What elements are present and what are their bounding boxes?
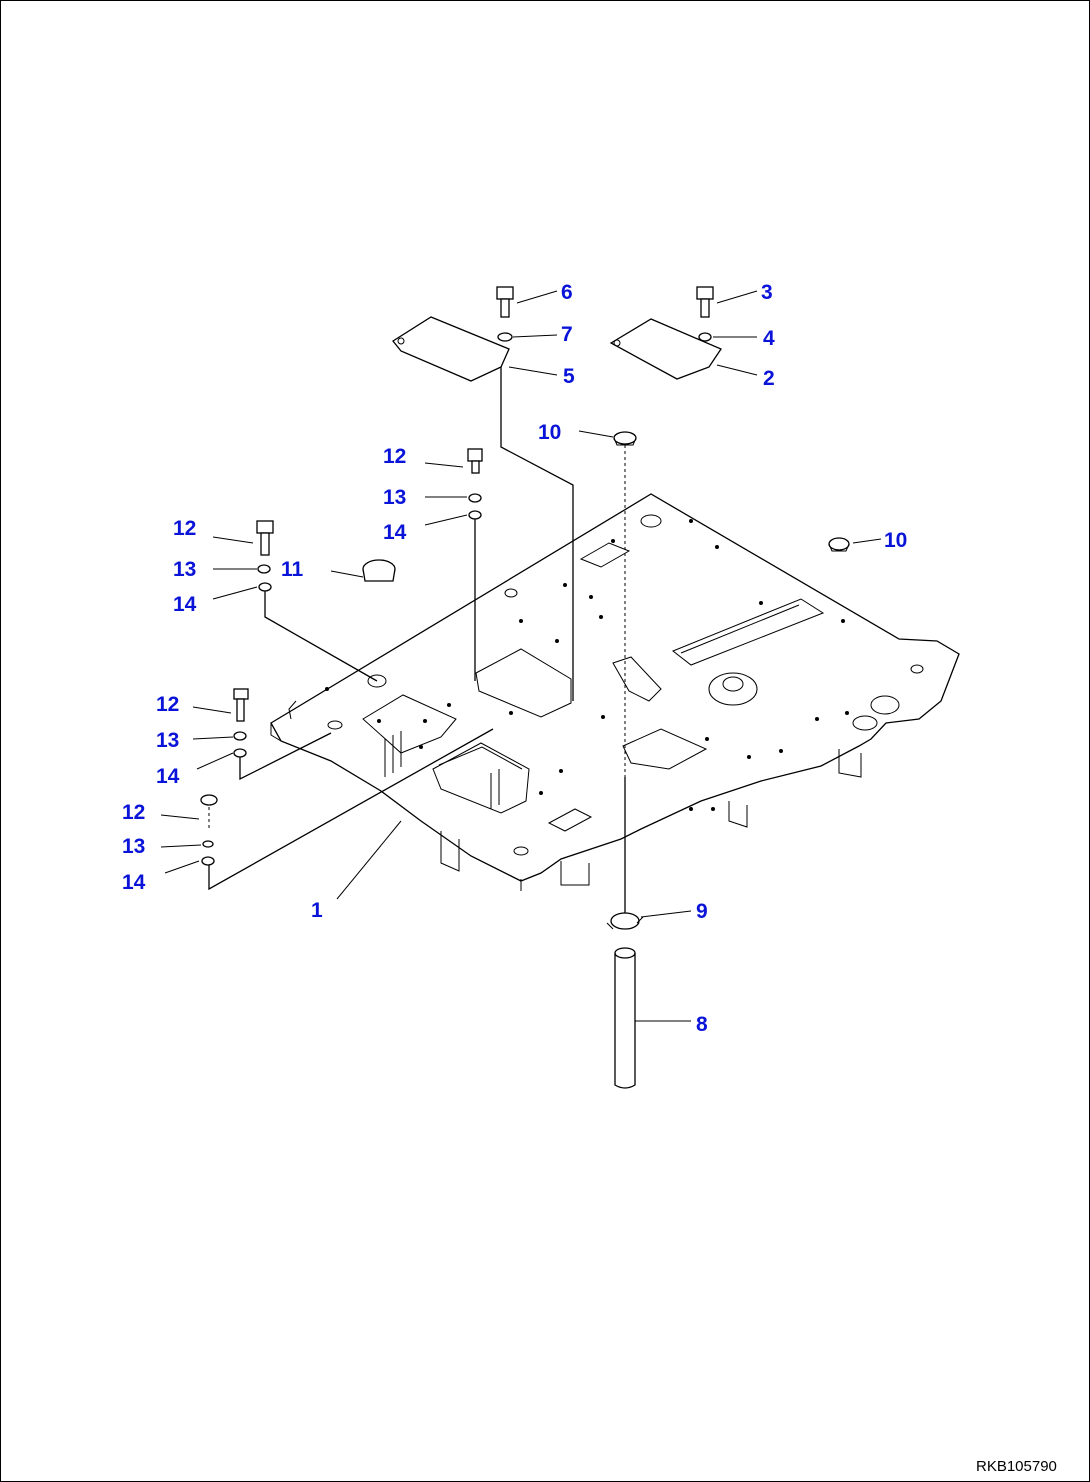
- callout-10-right: 10: [884, 529, 907, 552]
- assembly-lines: [208, 367, 626, 913]
- callout-12-left-upper: 12: [173, 517, 196, 540]
- cap-11: [362, 559, 396, 582]
- callout-13-left-middle: 13: [156, 729, 179, 752]
- drawing-code: RKB105790: [976, 1458, 1057, 1475]
- callout-5: 5: [563, 365, 575, 388]
- bolt-stack-top: [467, 448, 483, 520]
- callout-labels: 1 2 3 4 5 6 7 8 9 10 10 11 12 13 14 12 1…: [122, 281, 907, 1036]
- cover-plate-2: [609, 318, 722, 380]
- callout-6: 6: [561, 281, 573, 304]
- callout-14-left-lower: 14: [122, 871, 146, 894]
- callout-12-left-lower: 12: [122, 801, 145, 824]
- floor-frame: [270, 493, 960, 891]
- callout-7: 7: [561, 323, 573, 346]
- callout-10-upper: 10: [538, 421, 561, 444]
- plug-10-upper: [613, 431, 637, 446]
- cover-plate-5: [392, 316, 510, 382]
- callout-4: 4: [763, 327, 775, 350]
- callout-14-top: 14: [383, 521, 407, 544]
- bolt-stack-left-upper: [256, 520, 274, 592]
- callout-1: 1: [311, 899, 323, 922]
- callout-14-left-upper: 14: [173, 593, 197, 616]
- callout-13-left-upper: 13: [173, 558, 196, 581]
- bolt-6: [496, 286, 514, 342]
- callout-13-top: 13: [383, 486, 406, 509]
- callout-3: 3: [761, 281, 773, 304]
- callout-14-left-middle: 14: [156, 765, 180, 788]
- bolt-stack-left-lower: [200, 794, 218, 866]
- pipe-8: [614, 947, 636, 1089]
- leader-lines: [160, 290, 882, 1022]
- callout-2: 2: [763, 367, 775, 390]
- bolt-stack-left-middle: [233, 688, 249, 758]
- callout-13-left-lower: 13: [122, 835, 145, 858]
- callout-12-top: 12: [383, 445, 406, 468]
- callout-8: 8: [696, 1013, 708, 1036]
- bolt-3: [696, 286, 714, 342]
- plug-10-right: [828, 537, 850, 552]
- callout-12-left-middle: 12: [156, 693, 179, 716]
- callout-11: 11: [281, 558, 304, 581]
- clamp-9: [606, 912, 644, 930]
- callout-9: 9: [696, 900, 708, 923]
